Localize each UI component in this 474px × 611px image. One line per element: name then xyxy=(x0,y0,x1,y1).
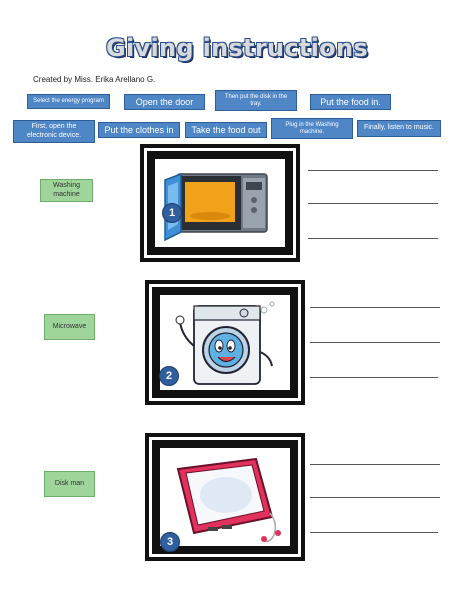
worksheet-title: Giving instructions xyxy=(106,34,368,62)
chip-take-food-out[interactable]: Take the food out xyxy=(185,122,267,138)
washing-machine-icon xyxy=(160,295,290,390)
number-badge-2: 2 xyxy=(159,366,179,386)
answer-line-1b[interactable] xyxy=(308,203,438,204)
answer-line-2b[interactable] xyxy=(310,342,440,343)
answer-line-3a[interactable] xyxy=(310,464,440,465)
chip-put-clothes-in[interactable]: Put the clothes in xyxy=(98,122,180,138)
number-badge-1: 1 xyxy=(162,203,182,223)
label-washing-machine[interactable]: Washing machine xyxy=(40,179,93,202)
chip-open-the-door[interactable]: Open the door xyxy=(124,94,205,110)
picture-frame-washing-machine xyxy=(145,280,305,405)
label-microwave[interactable]: Microwave xyxy=(44,314,95,340)
chip-plug-in-washing-machine[interactable]: Plug in the Washing machine. xyxy=(271,118,353,139)
chip-select-energy-program[interactable]: Select the energy program xyxy=(27,94,110,109)
answer-line-1c[interactable] xyxy=(308,238,438,239)
picture-frame-microwave xyxy=(140,144,300,262)
chip-open-electronic-device[interactable]: First, open the electronic device. xyxy=(13,120,95,143)
answer-line-3b[interactable] xyxy=(310,497,440,498)
author-credit: Created by Miss. Erika Arellano G. xyxy=(33,75,156,84)
chip-put-disk-in-tray[interactable]: Then put the disk in the tray. xyxy=(215,90,297,111)
answer-line-1a[interactable] xyxy=(308,170,438,171)
disk-man-icon xyxy=(160,448,290,546)
answer-line-2c[interactable] xyxy=(310,377,438,378)
label-disk-man[interactable]: Disk man xyxy=(44,471,95,497)
answer-line-3c[interactable] xyxy=(310,532,438,533)
chip-put-food-in[interactable]: Put the food in. xyxy=(310,94,391,110)
chip-listen-to-music[interactable]: Finally, listen to music. xyxy=(357,120,441,137)
answer-line-2a[interactable] xyxy=(310,307,440,308)
number-badge-3: 3 xyxy=(160,532,180,552)
